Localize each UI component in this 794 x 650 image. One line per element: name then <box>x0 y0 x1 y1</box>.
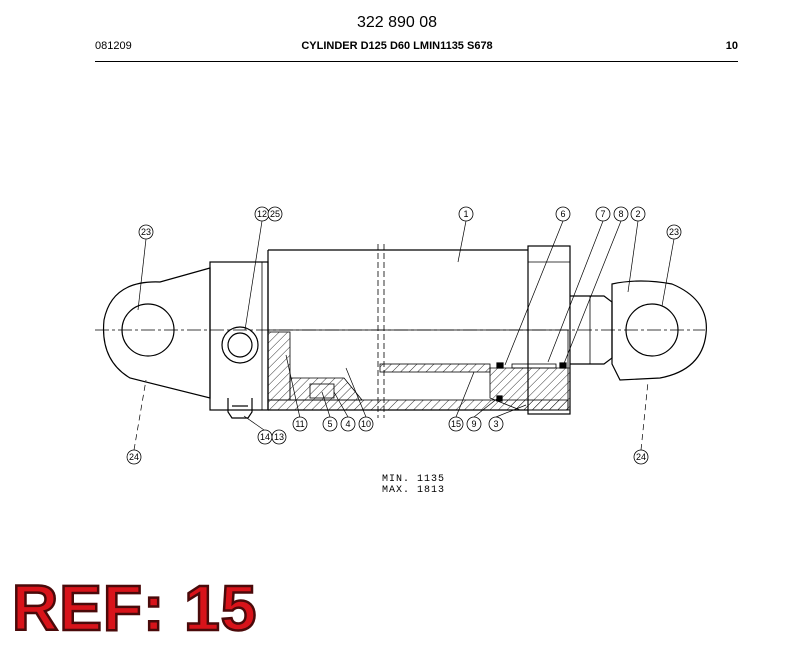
length-max: MAX. 1813 <box>382 485 445 496</box>
page-number: 10 <box>725 40 738 52</box>
callout-23-left: 23 <box>141 227 151 237</box>
callout-11: 11 <box>295 419 304 429</box>
callout-25: 25 <box>270 209 280 219</box>
part-number: 322 890 08 <box>356 14 438 31</box>
left-clevis <box>102 267 211 399</box>
callout-6: 6 <box>560 209 565 219</box>
left-eye-bore <box>121 303 175 357</box>
callout-3: 3 <box>493 419 498 429</box>
right-eye-bore <box>625 303 679 357</box>
right-rod-eye <box>611 280 707 381</box>
reference-label: REF: 15 <box>11 572 258 644</box>
callout-24-right: 24 <box>636 452 646 462</box>
page-title: CYLINDER D125 D60 LMIN1135 S678 <box>301 40 493 52</box>
date-code: 081209 <box>95 40 132 52</box>
callout-7: 7 <box>600 209 605 219</box>
callout-9: 9 <box>471 419 476 429</box>
callout-5: 5 <box>327 419 332 429</box>
callout-1: 1 <box>463 209 468 219</box>
callout-14: 14 <box>260 432 270 442</box>
port-fitting <box>221 326 259 364</box>
callout-10: 10 <box>361 419 371 429</box>
callout-24-left: 24 <box>129 452 139 462</box>
callout-23-right: 23 <box>669 227 679 237</box>
callout-15: 15 <box>451 419 461 429</box>
callout-8: 8 <box>618 209 623 219</box>
header-rule <box>95 61 738 62</box>
callout-2: 2 <box>635 209 640 219</box>
rear-end-block <box>209 261 269 411</box>
length-min: MIN. 1135 <box>382 474 445 485</box>
callout-4: 4 <box>345 419 350 429</box>
callout-12: 12 <box>257 209 267 219</box>
callout-13: 13 <box>274 432 284 442</box>
